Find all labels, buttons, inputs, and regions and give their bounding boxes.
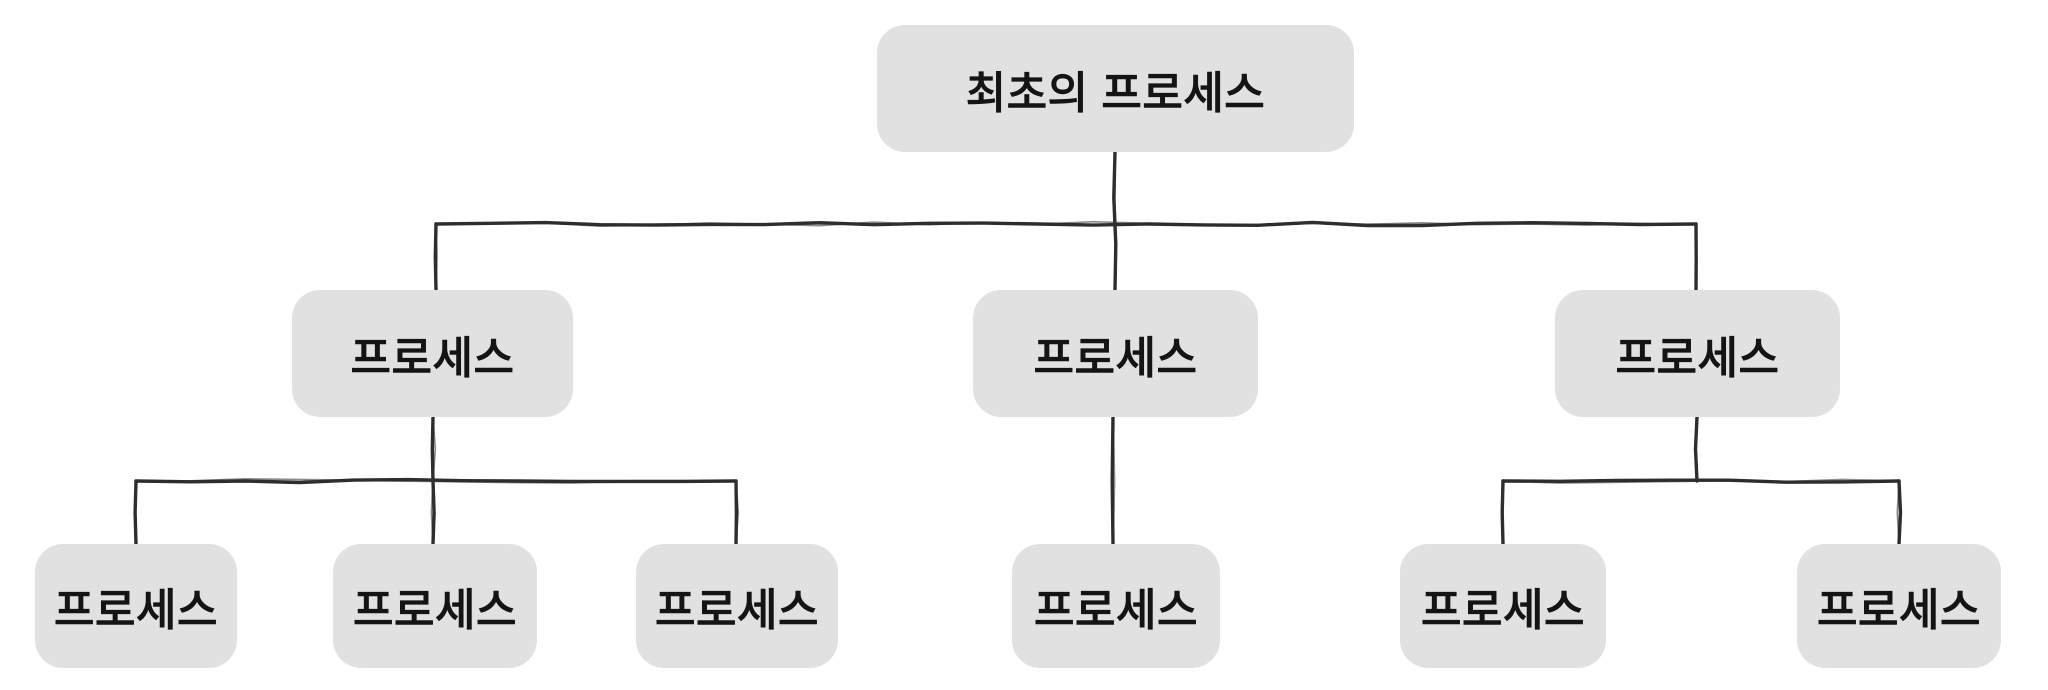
edge-process-3-drop [1693,416,1698,482]
node-label-child-4: 프로세스 [1034,586,1198,635]
node-process-1: 프로세스 [292,290,573,417]
node-label-process-2: 프로세스 [1033,333,1198,383]
edge-bus-to-child-6 [1897,479,1903,546]
node-root: 최초의 프로세스 [877,25,1354,152]
edge-bus-to-child-5 [1500,480,1504,545]
node-label-process-3: 프로세스 [1615,333,1780,383]
edge-bus-to-child-1 [133,480,137,545]
edge-process-1-drop [430,415,435,483]
node-child-3: 프로세스 [636,544,838,668]
node-process-2: 프로세스 [973,290,1258,417]
node-label-child-6: 프로세스 [1817,586,1981,635]
edge-process-1-drop [432,416,437,482]
edge-root-drop [1114,151,1117,291]
node-child-5: 프로세스 [1400,544,1606,668]
node-label-child-1: 프로세스 [54,586,218,635]
edge-bus-to-child-3 [735,480,740,545]
node-label-child-5: 프로세스 [1421,586,1585,635]
edge-bus-to-child-2 [431,479,436,546]
node-child-2: 프로세스 [333,544,537,668]
node-child-6: 프로세스 [1797,544,2001,668]
edge-process-2-drop [1112,416,1116,545]
node-label-child-2: 프로세스 [353,586,517,635]
edge-bus-to-child-2 [430,480,434,545]
node-label-process-1: 프로세스 [350,333,515,383]
node-child-4: 프로세스 [1012,544,1220,668]
node-process-3: 프로세스 [1555,290,1840,417]
edge-bus-to-child-6 [1896,480,1900,545]
edge-left-bus [135,478,737,484]
node-child-1: 프로세스 [35,544,237,668]
node-label-child-3: 프로세스 [655,586,819,635]
node-label-root: 최초의 프로세스 [965,68,1266,118]
edge-level2-bus [435,220,1697,228]
edge-bus-to-process-1 [435,223,438,291]
edge-right-bus [1502,478,1900,484]
